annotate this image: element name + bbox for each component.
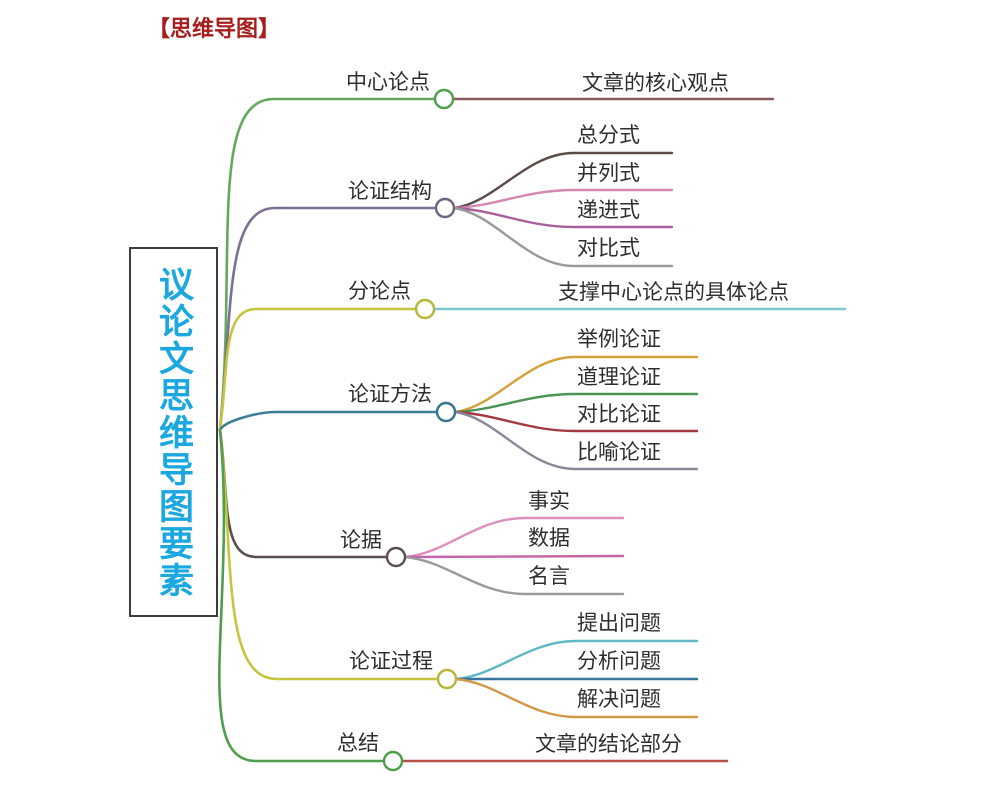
child-connector <box>452 206 674 229</box>
branch-connector <box>218 410 439 432</box>
leaf-node-label[interactable]: 对比论证 <box>577 403 661 426</box>
branch-node-circle[interactable] <box>436 668 458 690</box>
leaf-node-label[interactable]: 数据 <box>528 527 570 550</box>
branch-connector <box>218 307 418 432</box>
leaf-node-label[interactable]: 总分式 <box>577 124 640 147</box>
child-connector <box>453 355 699 414</box>
central-node-label: 议论文思维导图要素 <box>154 265 193 599</box>
branch-node-circle[interactable] <box>433 88 455 110</box>
leaf-node-label[interactable]: 比喻论证 <box>577 441 661 464</box>
child-connector <box>454 677 699 719</box>
leaf-node-label[interactable]: 递进式 <box>577 199 640 222</box>
branch-node-circle[interactable] <box>435 401 457 423</box>
node-circle-group <box>382 88 458 772</box>
leaf-node-label[interactable]: 举例论证 <box>577 328 661 351</box>
branch-node-label[interactable]: 论证结构 <box>348 180 432 203</box>
leaf-node-label[interactable]: 提出问题 <box>577 612 661 635</box>
child-connector <box>452 151 674 210</box>
leaf-node-label[interactable]: 分析问题 <box>577 650 661 673</box>
child-connector <box>453 410 699 433</box>
branch-node-label[interactable]: 论证过程 <box>349 650 433 673</box>
branch-node-circle[interactable] <box>414 298 436 320</box>
leaf-node-label[interactable]: 并列式 <box>577 162 640 185</box>
child-connector <box>454 639 699 681</box>
child-connector <box>453 410 699 471</box>
branch-node-label[interactable]: 中心论点 <box>346 71 430 94</box>
branch-node-label[interactable]: 论证方法 <box>348 383 432 406</box>
leaf-node-label[interactable]: 文章的核心观点 <box>582 72 729 95</box>
child-connector <box>453 392 699 414</box>
child-connector <box>403 554 625 559</box>
page-title: 【思维导图】 <box>148 16 281 41</box>
branch-node-label[interactable]: 分论点 <box>348 280 411 303</box>
child-connector <box>452 206 674 268</box>
branch-node-label[interactable]: 论据 <box>340 529 382 552</box>
leaf-node-label[interactable]: 解决问题 <box>577 688 661 711</box>
branch-node-label[interactable]: 总结 <box>337 732 379 755</box>
child-connector <box>403 516 625 559</box>
leaf-node-label[interactable]: 名言 <box>528 565 570 588</box>
leaf-node-label[interactable]: 支撑中心论点的具体论点 <box>558 281 789 304</box>
child-connector <box>452 188 674 210</box>
leaf-node-label[interactable]: 文章的结论部分 <box>535 733 682 756</box>
branch-node-circle[interactable] <box>434 197 456 219</box>
leaf-node-label[interactable]: 道理论证 <box>577 366 661 389</box>
branch-connector <box>218 428 386 763</box>
leaf-node-label[interactable]: 对比式 <box>577 237 640 260</box>
branch-path-group <box>218 97 440 763</box>
child-connector <box>403 555 625 596</box>
leaf-node-label[interactable]: 事实 <box>528 490 570 513</box>
child-path-group <box>400 97 847 763</box>
branch-node-circle[interactable] <box>382 750 404 772</box>
branch-node-circle[interactable] <box>385 546 407 568</box>
branch-connector <box>218 97 437 432</box>
central-node-box[interactable] <box>129 247 218 617</box>
